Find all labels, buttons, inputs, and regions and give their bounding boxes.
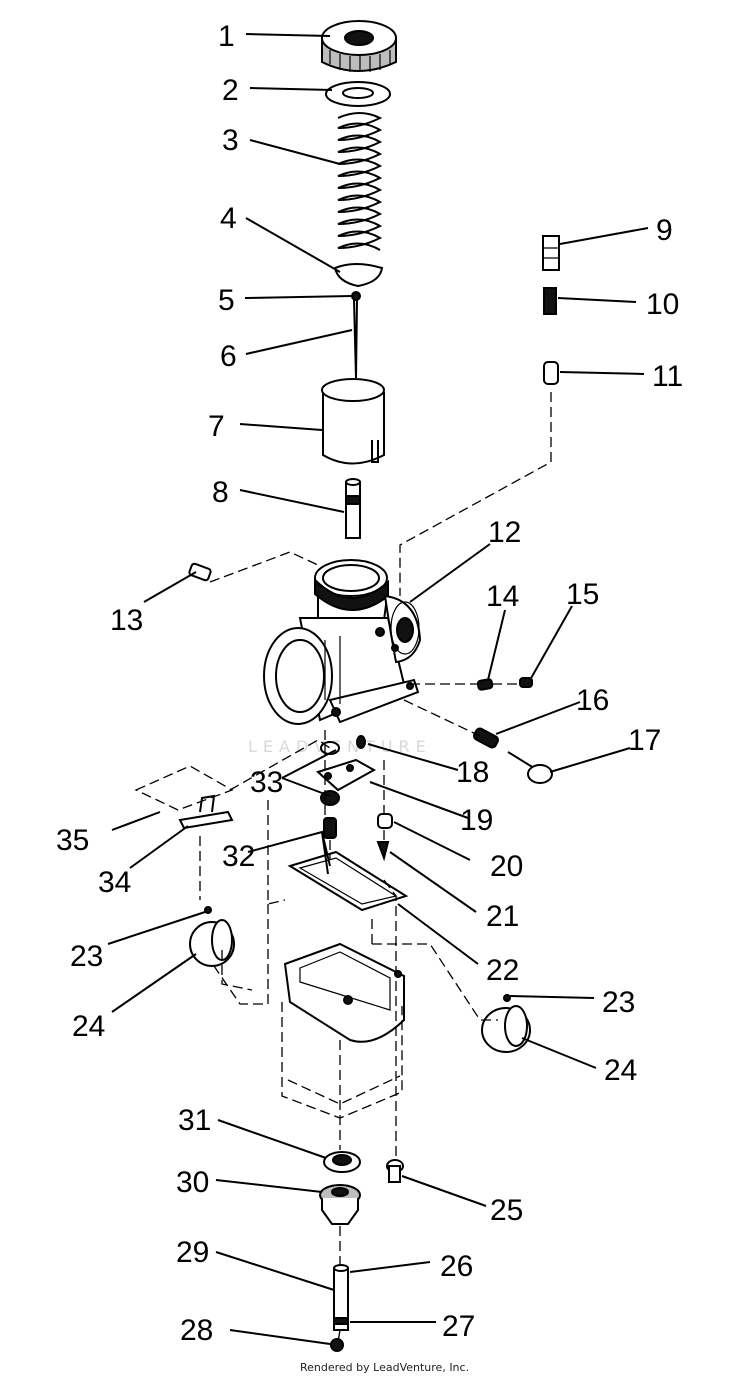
part-washer <box>325 81 391 107</box>
part-jet-holder <box>333 1264 349 1331</box>
callout-17: 17 <box>628 724 661 757</box>
part-spring <box>337 112 383 251</box>
callout-31: 31 <box>178 1104 211 1137</box>
part-air-screw-spring <box>519 677 533 688</box>
callout-2: 2 <box>222 74 239 107</box>
part-retainer-plate <box>333 263 384 288</box>
part-bracket <box>178 794 234 830</box>
callout-6: 6 <box>220 340 237 373</box>
part-float-left <box>189 919 235 967</box>
callout-7: 7 <box>208 410 225 443</box>
callout-9: 9 <box>656 214 673 247</box>
part-bowl-screw <box>386 1159 404 1183</box>
part-throttle-stop-screw <box>507 751 553 784</box>
part-drain-washer <box>323 1151 361 1173</box>
part-float-pin-left <box>204 906 212 914</box>
callout-11: 11 <box>652 360 683 393</box>
callout-34-35: 35 <box>56 824 89 857</box>
part-carburetor-body <box>263 559 422 725</box>
callout-32: 32 <box>222 840 255 873</box>
part-small-spring <box>543 287 557 315</box>
callout-27: 27 <box>442 1310 475 1343</box>
part-starter-jet <box>330 1338 344 1352</box>
callout-22: 22 <box>486 954 519 987</box>
callout-24: 24 <box>72 1010 105 1043</box>
callout-18: 18 <box>456 756 489 789</box>
callout-19: 19 <box>460 804 493 837</box>
part-float-bowl <box>283 942 405 1043</box>
part-throttle-valve <box>321 378 385 465</box>
callout-3: 3 <box>222 124 239 157</box>
part-top-cap <box>321 20 397 72</box>
callout-30: 30 <box>176 1166 209 1199</box>
part-plate <box>316 758 377 792</box>
part-pin <box>188 562 212 582</box>
leader-lines <box>107 33 649 1345</box>
part-o-ring <box>390 601 420 655</box>
callout-10: 10 <box>646 288 679 321</box>
callout-8: 8 <box>212 476 229 509</box>
part-pilot-jet <box>356 735 366 749</box>
part-pilot-cap <box>543 361 559 385</box>
callout-24-right: 24 <box>604 1054 637 1087</box>
callout-16: 16 <box>576 684 609 717</box>
callout-25: 25 <box>490 1194 523 1227</box>
footer-credit: Rendered by LeadVenture, Inc. <box>300 1361 469 1374</box>
callout-5: 5 <box>218 284 235 317</box>
callout-12: 12 <box>488 516 521 549</box>
callout-34: 34 <box>98 866 131 899</box>
callout-26: 26 <box>440 1250 473 1283</box>
part-throttle-spring <box>472 727 500 749</box>
callout-33: 33 <box>250 766 283 799</box>
callout-23: 23 <box>70 940 103 973</box>
part-float-pin-right <box>503 994 511 1002</box>
part-valve-seat <box>377 813 393 829</box>
part-drain-plug <box>319 1184 361 1225</box>
part-float-right <box>481 1005 531 1053</box>
part-needle <box>352 299 359 379</box>
part-gasket <box>287 850 409 912</box>
callout-29: 29 <box>176 1236 209 1269</box>
callout-1: 1 <box>218 20 235 53</box>
part-clip <box>351 291 361 301</box>
assembly-lines <box>199 392 552 1343</box>
callout-4: 4 <box>220 202 237 235</box>
part-needle-jet <box>345 478 361 539</box>
callout-labels: 1 2 3 4 5 6 7 8 9 10 11 12 13 14 15 16 1… <box>56 20 683 1347</box>
part-area-outline <box>134 765 234 811</box>
callout-20: 20 <box>490 850 523 883</box>
callout-13: 13 <box>110 604 143 637</box>
callout-14: 14 <box>486 580 519 613</box>
callout-21: 21 <box>486 900 519 933</box>
part-fitting <box>542 235 560 271</box>
callout-23-right: 23 <box>602 986 635 1019</box>
part-needle-valve <box>376 841 390 862</box>
callout-15: 15 <box>566 578 599 611</box>
part-air-screw <box>476 678 494 691</box>
callout-28: 28 <box>180 1314 213 1347</box>
watermark: LEADVENTURE <box>248 737 432 756</box>
